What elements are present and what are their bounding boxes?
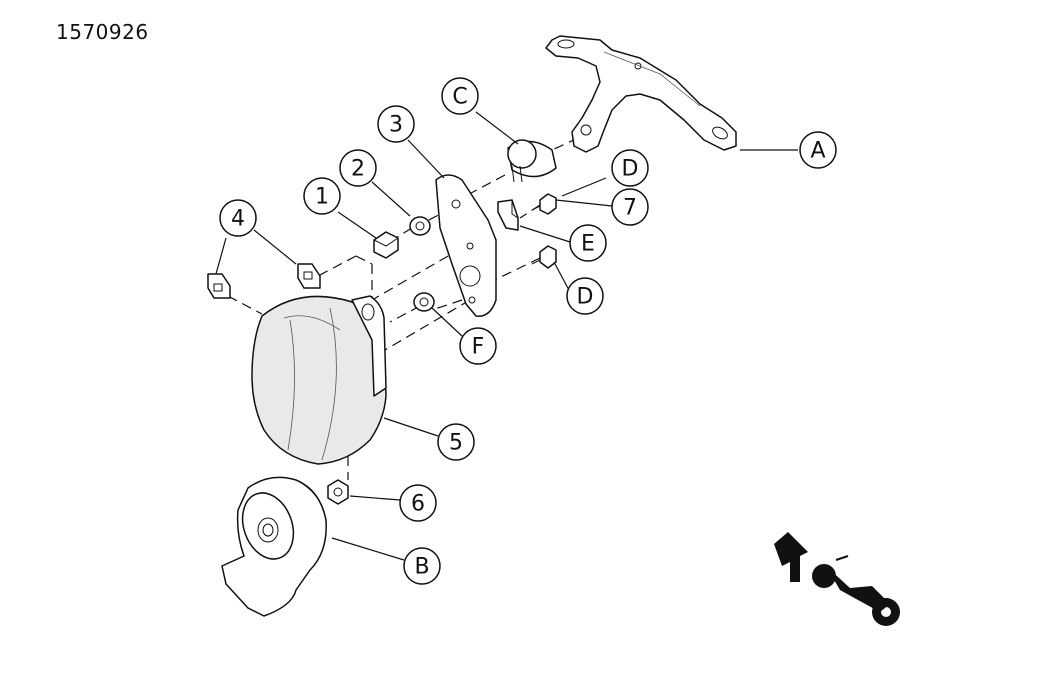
figure-number: 1570926 bbox=[56, 20, 149, 44]
svg-text:5: 5 bbox=[449, 431, 463, 456]
callout-d-upper: D bbox=[611, 149, 649, 187]
screw-d-lower bbox=[531, 245, 557, 269]
svg-text:A: A bbox=[810, 139, 825, 164]
svg-text:4: 4 bbox=[231, 207, 245, 232]
callout-4: 4 bbox=[219, 199, 257, 237]
screw-7 bbox=[531, 193, 557, 215]
callout-c: C bbox=[441, 77, 479, 115]
callout-2: 2 bbox=[339, 149, 377, 187]
svg-text:7: 7 bbox=[623, 196, 637, 221]
svg-text:D: D bbox=[622, 157, 639, 182]
svg-text:E: E bbox=[581, 232, 595, 257]
mounting-plate-3 bbox=[435, 174, 497, 317]
callout-5: 5 bbox=[437, 423, 475, 461]
horn-b bbox=[221, 476, 327, 617]
callout-leaders bbox=[215, 111, 798, 561]
svg-text:3: 3 bbox=[389, 113, 403, 138]
svg-text:F: F bbox=[472, 335, 485, 360]
rubber-isolator-c bbox=[507, 139, 557, 183]
nut-6 bbox=[327, 479, 349, 505]
svg-text:6: 6 bbox=[411, 492, 425, 517]
washer-2 bbox=[409, 216, 431, 236]
callout-1: 1 bbox=[303, 177, 341, 215]
horn-cover-5 bbox=[251, 295, 387, 465]
clip-4-left bbox=[207, 273, 231, 299]
callout-e: E bbox=[569, 224, 607, 262]
clip-e bbox=[497, 199, 519, 231]
callout-d-lower: D bbox=[566, 277, 604, 315]
clip-4-right bbox=[297, 263, 321, 289]
mounting-bracket-a bbox=[545, 35, 737, 153]
nut-1 bbox=[373, 231, 399, 259]
callout-6: 6 bbox=[399, 484, 437, 522]
callout-3: 3 bbox=[377, 105, 415, 143]
svg-text:D: D bbox=[577, 285, 594, 310]
callout-b: B bbox=[403, 547, 441, 585]
svg-text:1: 1 bbox=[315, 185, 329, 210]
callout-a: A bbox=[799, 131, 837, 169]
callout-f: F bbox=[459, 327, 497, 365]
front-direction-arrow-motorcycle-icon bbox=[774, 532, 900, 626]
svg-text:C: C bbox=[452, 85, 467, 110]
washer-f bbox=[413, 292, 435, 312]
svg-text:2: 2 bbox=[351, 157, 365, 182]
callout-7: 7 bbox=[611, 188, 649, 226]
svg-text:B: B bbox=[414, 555, 429, 580]
